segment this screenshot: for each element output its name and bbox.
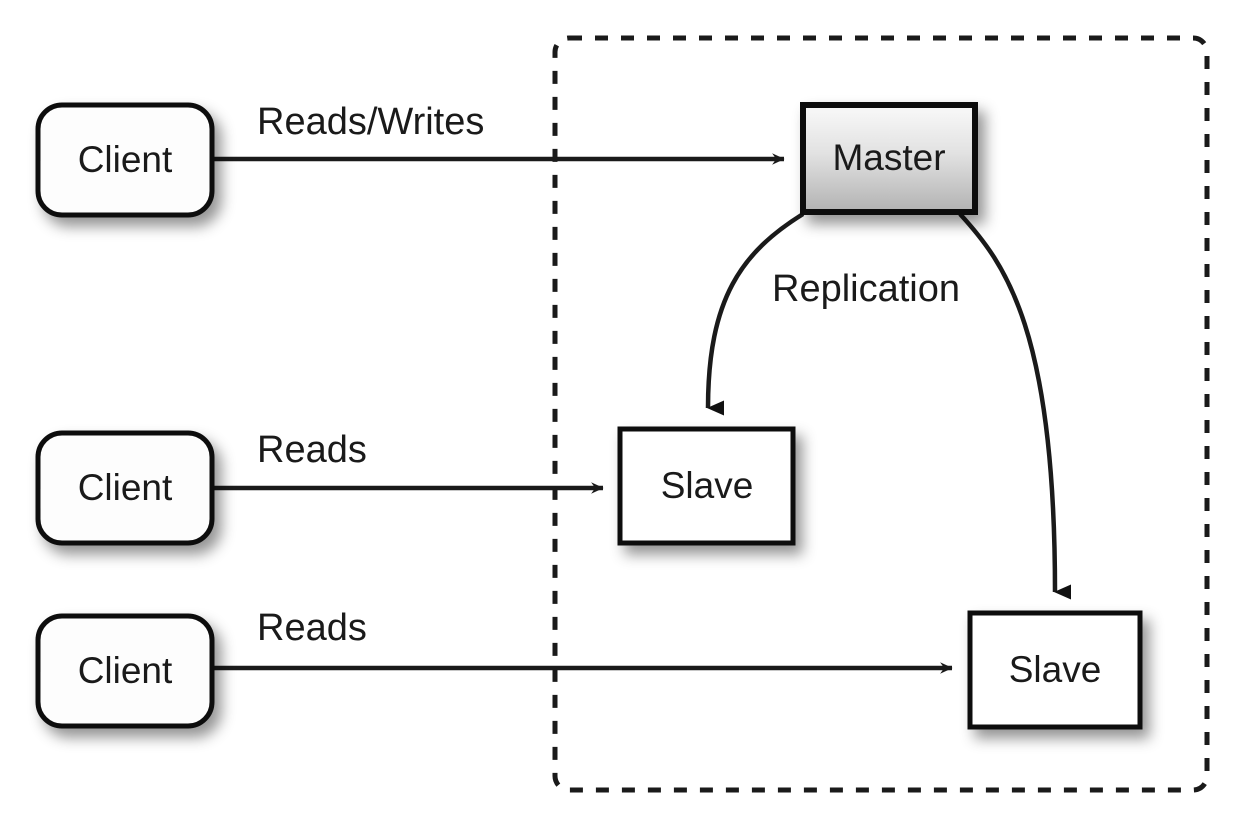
slave-1-box[interactable] [617, 426, 796, 546]
edge-label-replication: Replication [772, 268, 960, 310]
edge-label-reads-1: Reads [257, 429, 367, 471]
node-slave-1[interactable]: Slave [617, 426, 796, 546]
node-client-1[interactable]: Client [35, 102, 215, 218]
client-2-box[interactable] [35, 430, 215, 546]
client-1-box[interactable] [35, 102, 215, 218]
client-3-label: Client [78, 650, 173, 691]
node-client-2[interactable]: Client [35, 430, 215, 546]
database-cluster-boundary [552, 35, 1210, 793]
slave-1-label: Slave [661, 465, 754, 506]
edge-master-slave2 [958, 212, 1072, 600]
node-slave-2[interactable]: Slave [967, 610, 1143, 730]
client-1-label: Client [78, 139, 173, 180]
edge-label-reads-2: Reads [257, 607, 367, 649]
edge-master-slave1 [705, 212, 805, 416]
client-2-label: Client [78, 467, 173, 508]
client-3-box[interactable] [35, 613, 215, 729]
edge-label-reads-writes: Reads/Writes [257, 101, 484, 143]
master-box[interactable] [800, 102, 978, 215]
slave-2-label: Slave [1009, 649, 1102, 690]
slave-2-box[interactable] [967, 610, 1143, 730]
node-master[interactable]: Master [800, 102, 978, 215]
master-label: Master [832, 137, 945, 178]
node-client-3[interactable]: Client [35, 613, 215, 729]
